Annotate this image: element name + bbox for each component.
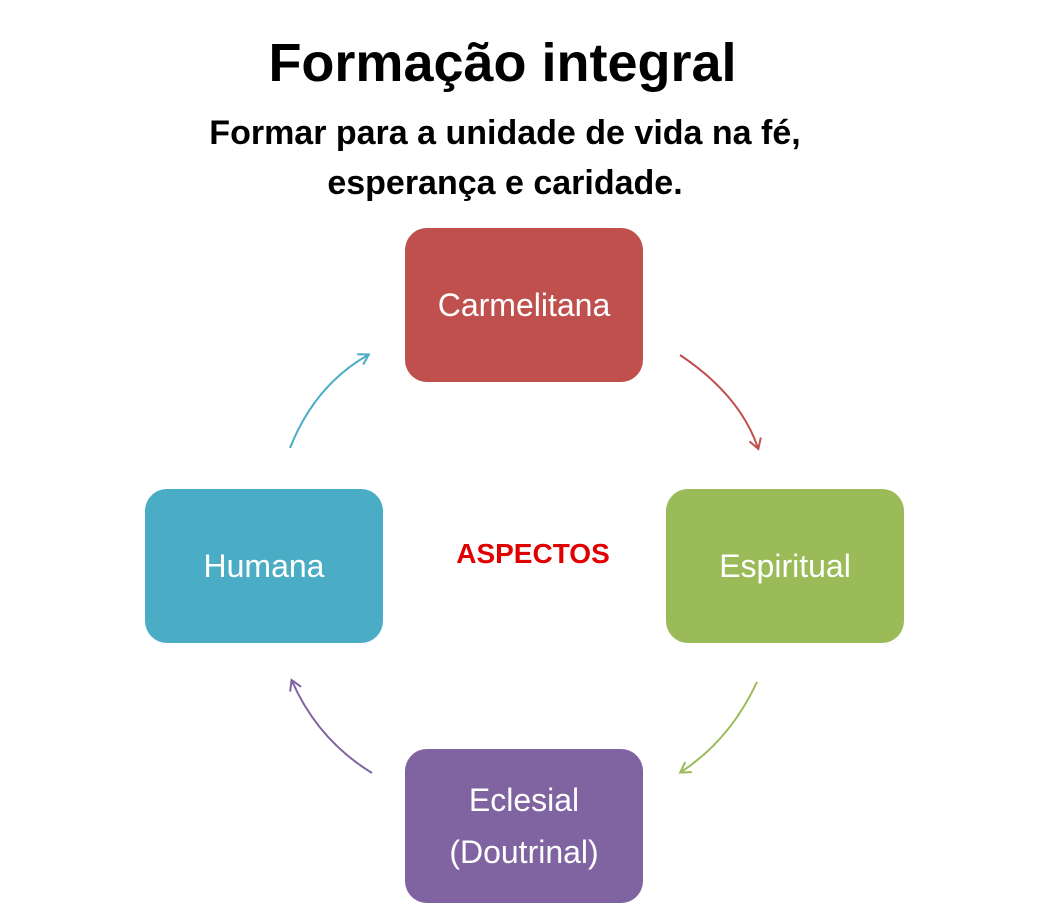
subtitle-line-2: esperança e caridade.: [327, 164, 683, 202]
node-espiritual-label: Espiritual: [719, 548, 851, 584]
arrow-espiritual-to-eclesial: [678, 681, 758, 774]
arrow-eclesial-to-humana: [289, 678, 373, 774]
node-espiritual: Espiritual: [666, 489, 904, 643]
node-humana-label: Humana: [203, 548, 325, 584]
node-carmelitana: Carmelitana: [405, 228, 643, 382]
arrow-carmelitana-to-espiritual: [679, 354, 762, 451]
node-eclesial: Eclesial (Doutrinal): [405, 749, 643, 903]
arrow-humana-to-carmelitana: [289, 353, 371, 449]
node-eclesial-label-line-1: Eclesial: [468, 782, 580, 818]
center-label: ASPECTOS: [456, 538, 610, 569]
diagram-subtitle: Formar para a unidade de vida na fé, esp…: [100, 108, 910, 208]
diagram-title: Formação integral: [268, 33, 737, 93]
node-humana: Humana: [145, 489, 383, 643]
node-carmelitana-label: Carmelitana: [437, 287, 611, 323]
node-eclesial-label-line-2: (Doutrinal): [449, 834, 599, 870]
subtitle-line-1: Formar para a unidade de vida na fé,: [209, 114, 801, 152]
